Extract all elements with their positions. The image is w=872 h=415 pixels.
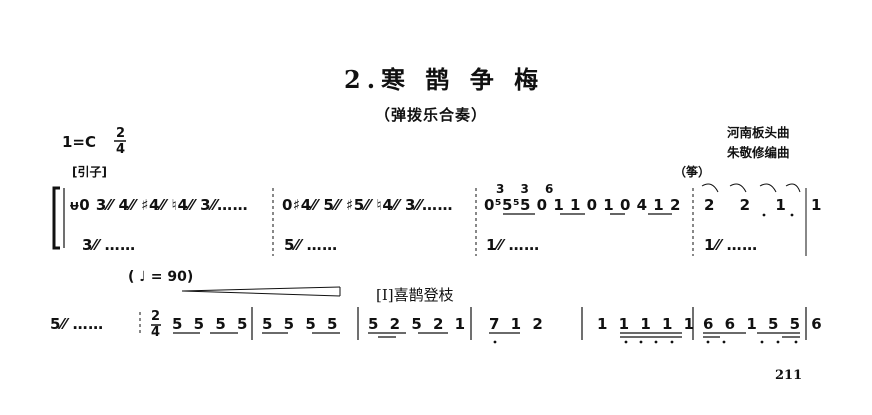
s2-measure-5: 1 1 1 1 1 [597, 315, 698, 333]
piece-title: 2.寒 鹊 争 梅 [344, 65, 545, 94]
hairpin-upper [181, 286, 341, 292]
lower-measure-1: 3⁄⁄ …… [82, 236, 136, 254]
page-number: 211 [775, 368, 803, 383]
s2-measure-4: 7 1 2 [489, 315, 546, 333]
piece-subtitle: （弹拨乐合奏） [375, 106, 488, 124]
system-bracket [52, 186, 60, 250]
hairpin-lower [181, 290, 341, 297]
s2-measure-3: 5 2 5 2 1 [368, 315, 469, 333]
credit-origin: 河南板头曲 [727, 125, 790, 140]
upper-measure-4: 2 2 1 1 [704, 196, 832, 214]
upper-measure-3: 0⁵5⁵5 0 1 1 0 1 0 4 1 2 [484, 196, 681, 214]
tempo-marking: ( ♩ = 90) [128, 269, 194, 285]
upper-measure-3-grace: 3 3 6 [496, 182, 560, 196]
meter-numerator-s2: 2 [151, 309, 161, 324]
intro-label: [引子] [72, 165, 107, 179]
lower-measure-4: 1⁄⁄ …… [704, 236, 758, 254]
credit-arranger: 朱敬修编曲 [727, 145, 790, 160]
zheng-label: （筝） [674, 165, 711, 179]
meter-denominator-s2: 4 [151, 325, 161, 340]
key-signature: 1=C [62, 133, 97, 151]
s2-measure-1: 5 5 5 5 [172, 315, 251, 333]
lower-measure-3: 1⁄⁄ …… [486, 236, 540, 254]
meter-numerator: 2 [116, 126, 126, 141]
meter-denominator: 4 [116, 142, 126, 157]
upper-measure-2: 0♯4⁄⁄ 5⁄⁄ ♯5⁄⁄ ♮4⁄⁄ 3⁄⁄…… [282, 196, 453, 214]
s2-measure-2: 5 5 5 5 [262, 315, 341, 333]
lead-note: 5⁄⁄ …… [50, 315, 104, 333]
section-label: [Ⅰ]喜鹊登枝 [376, 286, 454, 304]
upper-measure-1: ᵾ0 3⁄⁄ 4⁄⁄ ♯4⁄⁄ ♮4⁄⁄ 3⁄⁄…… [70, 196, 249, 214]
lower-measure-2: 5⁄⁄ …… [284, 236, 338, 254]
s2-measure-6: 6 6 1 5 5 6 [703, 315, 825, 333]
